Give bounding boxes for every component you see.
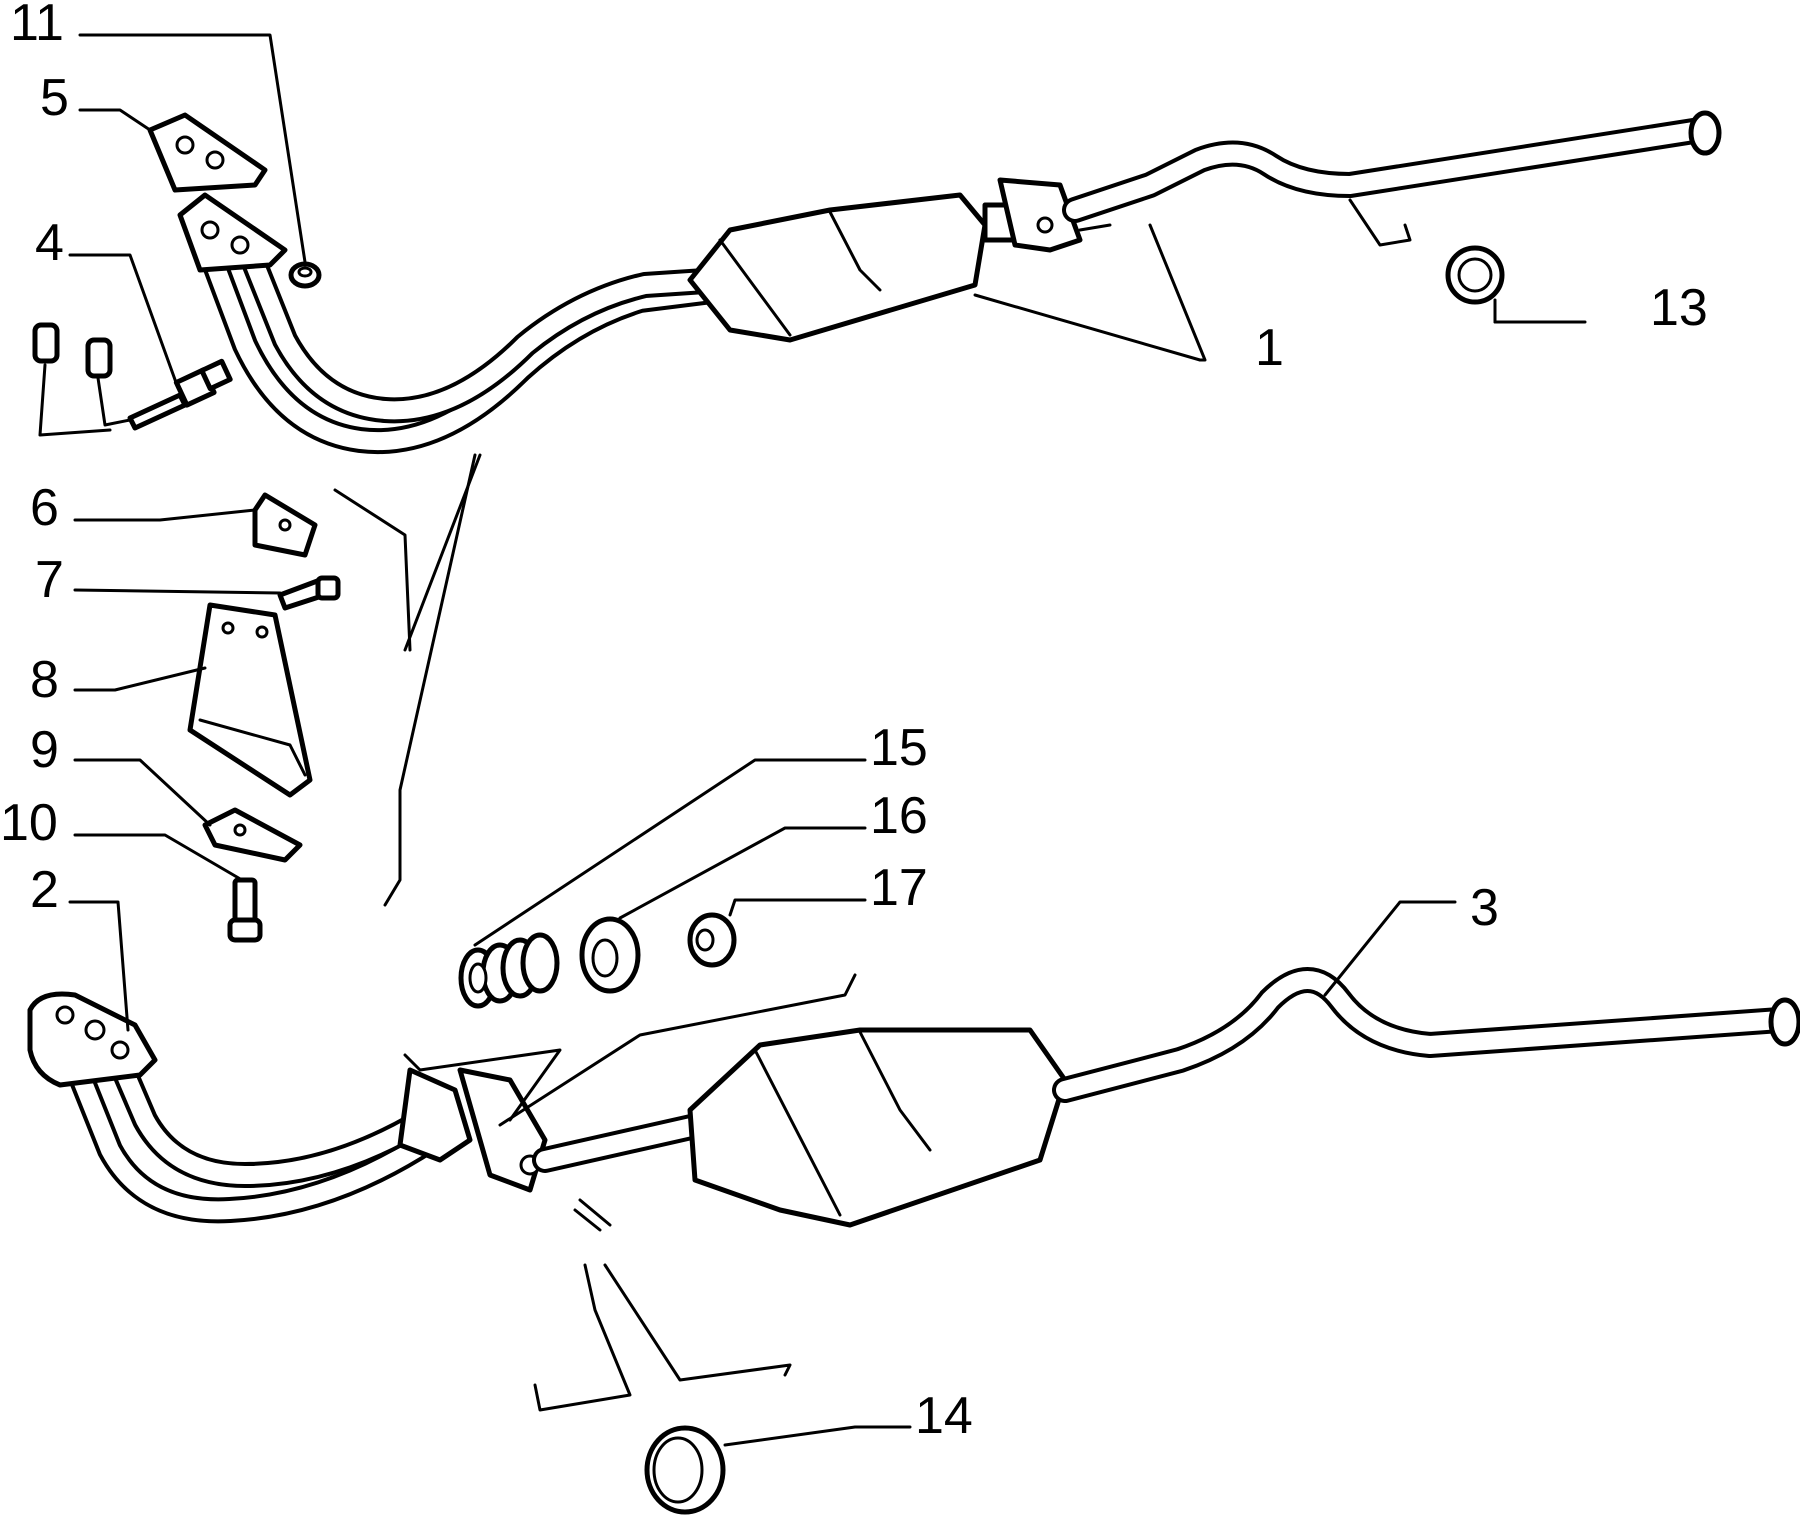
callout-2: 2 [30, 861, 59, 919]
manifold-flange-upper[interactable] [180, 195, 285, 270]
callout-16: 16 [870, 787, 928, 845]
callout-4: 4 [35, 214, 64, 272]
callout-17: 17 [870, 859, 928, 917]
nut-part-11[interactable] [291, 264, 319, 286]
callout-9: 9 [30, 721, 59, 779]
callout-5: 5 [40, 69, 69, 127]
callout-7: 7 [35, 551, 64, 609]
callout-1: 1 [1255, 319, 1284, 377]
exhaust-assembly-lower[interactable] [70, 980, 1799, 1230]
callout-15: 15 [870, 719, 928, 777]
callout-10: 10 [0, 794, 58, 852]
clamp-part-9[interactable] [205, 810, 300, 860]
callout-13: 13 [1650, 279, 1708, 337]
bracket-part-6[interactable] [255, 495, 315, 555]
seal-cap-part-14[interactable] [647, 1428, 723, 1512]
callout-6: 6 [30, 479, 59, 537]
callout-14: 14 [915, 1387, 973, 1445]
manifold-flange-lower[interactable] [30, 994, 155, 1085]
ring-gasket-part-13[interactable] [1448, 248, 1502, 302]
bushing-part-16[interactable] [582, 919, 638, 991]
oxygen-sensor[interactable] [35, 325, 230, 435]
bolt-part-7[interactable] [280, 578, 338, 608]
nut-part-17[interactable] [690, 915, 734, 965]
heat-shield-bracket-part-8[interactable] [190, 605, 310, 795]
callout-3: 3 [1470, 879, 1499, 937]
callout-11: 11 [10, 0, 64, 52]
screw-part-10[interactable] [230, 880, 260, 940]
callout-8: 8 [30, 651, 59, 709]
flange-gasket-upper[interactable] [150, 115, 265, 190]
